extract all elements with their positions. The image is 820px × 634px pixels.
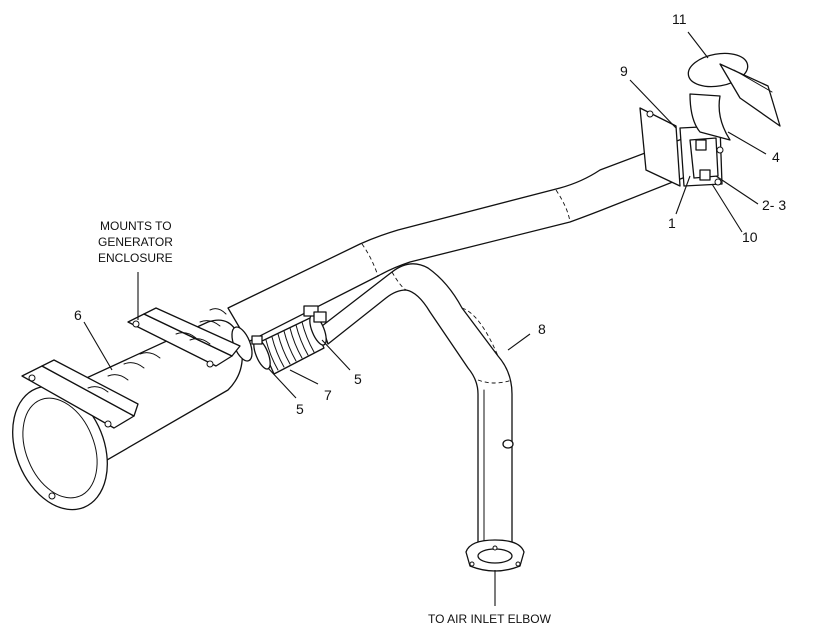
leader-1 (675, 175, 691, 215)
air-inlet-note: TO AIR INLET ELBOW (428, 612, 552, 626)
callout-5-right: 5 (354, 371, 362, 387)
leader-8 (507, 333, 531, 351)
leader-2-3 (715, 175, 759, 205)
leader-11 (687, 31, 709, 59)
callout-6: 6 (74, 307, 82, 323)
air-inlet-flange (465, 539, 525, 572)
pipe-8 (321, 263, 514, 557)
callout-9: 9 (620, 63, 628, 79)
callout-1: 1 (668, 215, 676, 231)
leader-10 (711, 183, 743, 233)
outlet-clamp (639, 107, 724, 187)
callout-4: 4 (772, 149, 780, 165)
leader-7 (289, 369, 319, 385)
callout-7: 7 (324, 387, 332, 403)
mounts-note-line1: MOUNTS TO (100, 219, 172, 233)
callout-8: 8 (538, 321, 546, 337)
leader-lines (83, 31, 767, 606)
clamp-left (251, 335, 271, 370)
leader-6 (83, 321, 113, 371)
mount-bracket-front (21, 352, 161, 429)
callout-5-left: 5 (296, 401, 304, 417)
mounts-note-line2: GENERATOR (98, 235, 173, 249)
mount-bracket-rear (127, 307, 241, 368)
leader-5-right (321, 339, 351, 371)
callout-10: 10 (742, 229, 758, 245)
leader-4 (727, 131, 767, 155)
clamp-right (303, 305, 327, 346)
callout-2-3: 2- 3 (762, 197, 786, 213)
leader-9 (629, 79, 677, 129)
leader-5-left (267, 367, 297, 399)
mounts-note-line3: ENCLOSURE (98, 251, 173, 265)
callout-11: 11 (672, 11, 687, 27)
rain-cap (687, 52, 781, 141)
